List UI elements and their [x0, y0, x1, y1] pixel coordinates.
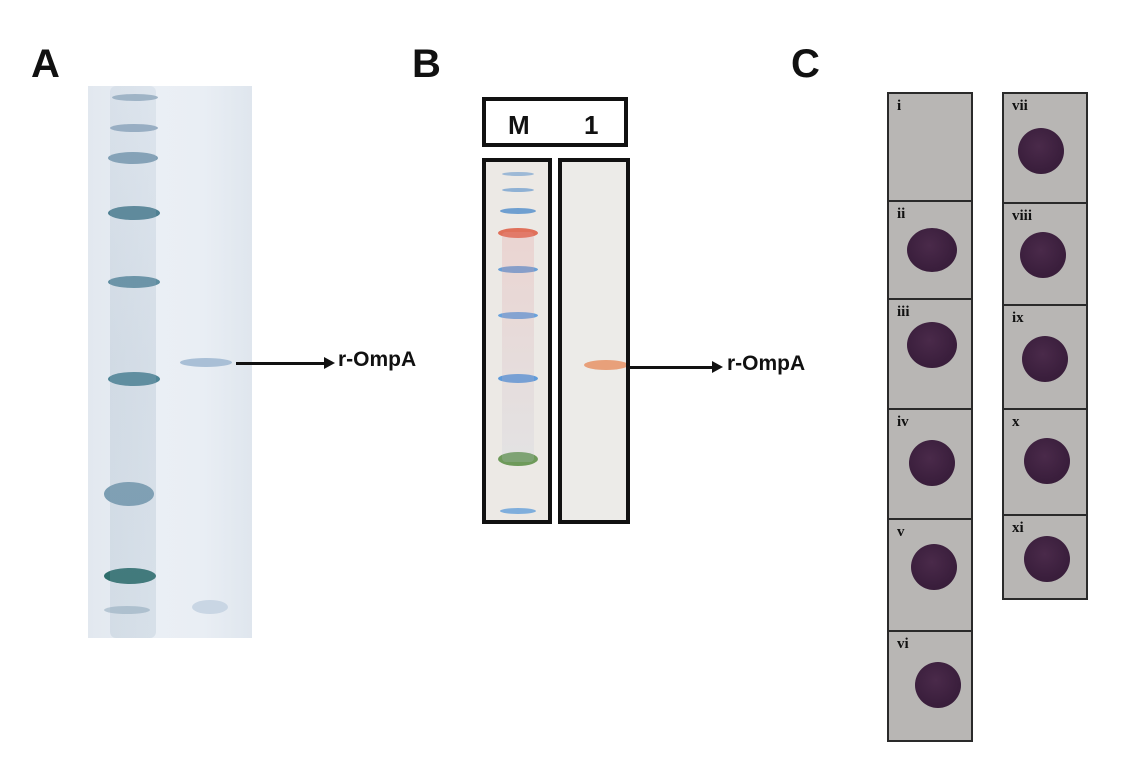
dot-spot	[1024, 438, 1070, 484]
marker-band	[108, 372, 160, 386]
marker-band	[112, 94, 158, 101]
dot-blot-label: vi	[897, 636, 909, 652]
panel-b-label: B	[412, 42, 441, 86]
marker-band	[502, 172, 534, 176]
marker-band	[498, 452, 538, 466]
dot-spot	[1022, 336, 1068, 382]
dot-spot	[907, 228, 957, 272]
marker-lane-smear	[110, 86, 156, 638]
dot-spot	[1018, 128, 1064, 174]
dot-blot-ix: ix	[1002, 304, 1088, 410]
dot-blot-iv: iv	[887, 408, 973, 520]
lane-label-1: 1	[584, 110, 599, 140]
dot-blot-x: x	[1002, 408, 1088, 516]
dot-spot	[1020, 232, 1066, 278]
arrow-a-line	[236, 362, 326, 365]
dot-blot-label: ix	[1012, 310, 1024, 326]
arrow-b-head	[712, 361, 723, 373]
marker-band	[110, 124, 158, 132]
dot-blot-xi: xi	[1002, 514, 1088, 600]
r-ompa-band	[584, 360, 626, 370]
dot-blot-label: iv	[897, 414, 909, 430]
marker-band	[500, 208, 536, 214]
dot-spot	[909, 440, 955, 486]
marker-band	[108, 152, 158, 164]
dot-blot-label: x	[1012, 414, 1020, 430]
marker-band	[104, 606, 150, 614]
marker-band	[498, 312, 538, 319]
blot-lane-header: M 1	[482, 97, 628, 147]
sample-strip	[558, 158, 630, 524]
dot-blot-ii: ii	[887, 200, 973, 300]
marker-band	[498, 266, 538, 273]
lane-label-marker: M	[508, 110, 530, 140]
arrow-a-head	[324, 357, 335, 369]
arrow-b-label: r-OmpA	[727, 352, 806, 375]
dot-blot-v: v	[887, 518, 973, 632]
marker-band	[108, 206, 160, 220]
dot-blot-iii: iii	[887, 298, 973, 410]
marker-band	[104, 482, 154, 506]
dot-spot	[1024, 536, 1070, 582]
dot-spot	[911, 544, 957, 590]
marker-band	[498, 374, 538, 383]
marker-band	[498, 228, 538, 238]
dot-blot-label: v	[897, 524, 905, 540]
sds-page-gel	[88, 86, 252, 638]
dot-blot-label: ii	[897, 206, 906, 222]
dot-blot-label: xi	[1012, 520, 1024, 536]
dot-blot-viii: viii	[1002, 202, 1088, 306]
r-ompa-band	[180, 358, 232, 367]
dot-blot-label: vii	[1012, 98, 1028, 114]
dot-blot-i: i	[887, 92, 973, 202]
dot-blot-vi: vi	[887, 630, 973, 742]
dot-blot-label: iii	[897, 304, 910, 320]
marker-strip-smear	[502, 232, 534, 462]
dot-spot	[915, 662, 961, 708]
marker-band	[104, 568, 156, 584]
marker-band	[500, 508, 536, 514]
marker-strip	[482, 158, 552, 524]
marker-band	[502, 188, 534, 192]
dot-spot	[907, 322, 957, 368]
arrow-a-label: r-OmpA	[338, 348, 417, 371]
dot-blot-vii: vii	[1002, 92, 1088, 204]
dot-blot-label: viii	[1012, 208, 1033, 224]
arrow-b-line	[626, 366, 714, 369]
panel-c-label: C	[791, 42, 820, 86]
sample-lane-bottom-band	[192, 600, 228, 614]
dot-blot-label: i	[897, 98, 902, 114]
marker-band	[108, 276, 160, 288]
panel-a-label: A	[31, 42, 60, 86]
